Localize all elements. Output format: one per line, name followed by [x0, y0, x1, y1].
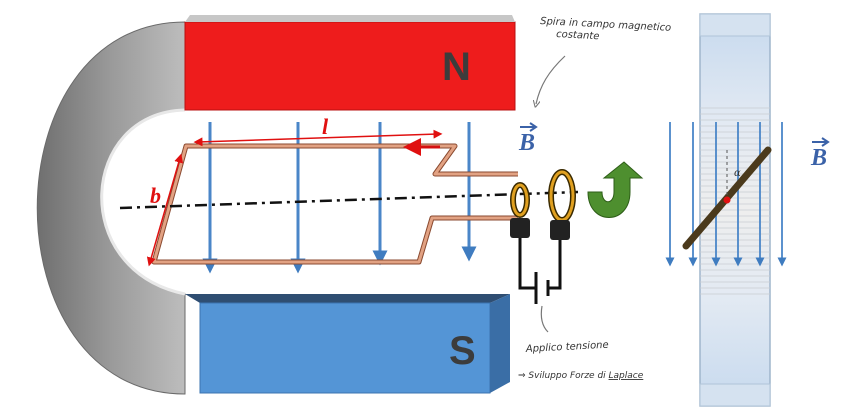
horseshoe-magnet: [36, 21, 186, 395]
note-forza-prefix: ⇒ Sviluppo Forze di: [518, 371, 609, 381]
field-label-side-text: B: [810, 145, 827, 171]
slip-rings: [510, 169, 576, 223]
battery-circuit: [518, 238, 562, 304]
south-pole-block: [199, 302, 491, 394]
note-tensione: Applico tensione ⇒ Sviluppo Forze di Lap…: [518, 305, 644, 381]
note-forza-text: ⇒ Sviluppo Forze di Laplace: [518, 371, 644, 381]
ring-small-inner: [511, 183, 529, 217]
note-tensione-text: Applico tensione: [525, 340, 609, 355]
field-label-main-text: B: [518, 130, 535, 156]
vector-tip-main: [529, 122, 538, 132]
dimension-width-label: b: [150, 183, 161, 208]
vector-tip-side: [821, 137, 830, 147]
north-label: N: [442, 45, 471, 89]
field-label-side: B: [810, 137, 830, 171]
north-pole-block: [184, 21, 516, 111]
wire-right: [548, 240, 562, 290]
magnet-body: [36, 21, 186, 395]
ring-large-inner: [549, 170, 575, 222]
magnet-inner-edge: [100, 108, 186, 296]
brush-left: [510, 218, 530, 238]
dimension-width: b: [146, 153, 184, 267]
note-spira: Spira in campo magnetico costante: [536, 16, 671, 104]
brush-right: [550, 220, 570, 240]
dimension-length: l: [193, 114, 443, 147]
side-view-bottom-band: [699, 383, 771, 407]
north-pole: N: [184, 15, 516, 111]
side-view: α: [665, 13, 787, 407]
dimension-length-label: l: [322, 114, 329, 139]
side-view-top-band: [699, 13, 771, 37]
dimension-width-line: [146, 153, 184, 267]
south-pole: S: [185, 294, 510, 394]
note-spira-line2: costante: [556, 29, 600, 42]
note-spira-pointer: [536, 55, 566, 104]
rotation-arrow: [587, 161, 644, 218]
north-pole-top: [185, 15, 515, 22]
south-pole-top: [185, 294, 510, 303]
wire-left: [518, 238, 536, 290]
brushes: [510, 218, 570, 240]
south-label: S: [449, 329, 476, 373]
side-pivot: [723, 196, 731, 204]
note-tensione-pointer: [540, 305, 549, 333]
field-label-main: B: [518, 122, 538, 156]
dimension-length-line: [193, 129, 443, 147]
note-forza-emph: Laplace: [609, 371, 644, 381]
south-pole-side: [490, 294, 510, 393]
rotation-arrow-shape: [587, 161, 644, 218]
rotation-axis: [119, 190, 579, 210]
side-angle-label: α: [734, 168, 741, 179]
